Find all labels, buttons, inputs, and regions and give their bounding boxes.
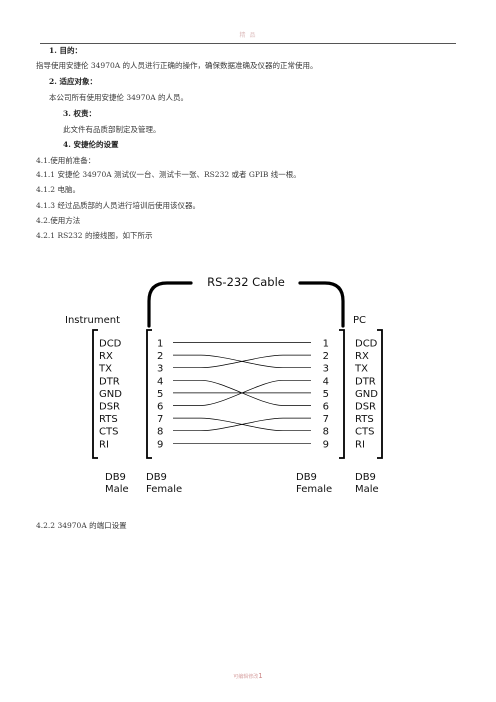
- signal-left-dsr: DSR: [99, 402, 120, 413]
- pin-right-2: 2: [323, 351, 329, 362]
- cable-label: RS-232 Cable: [207, 275, 285, 289]
- signal-left-tx: TX: [98, 364, 112, 375]
- signal-left-dtr: DTR: [99, 376, 120, 387]
- pin-right-3: 3: [323, 364, 329, 375]
- signal-right-dtr: DTR: [355, 376, 376, 387]
- connector-female-right-line2: Female: [296, 484, 332, 495]
- pin-left-4: 4: [157, 376, 163, 387]
- connector-instrument-line2: Male: [105, 484, 129, 495]
- pin-right-8: 8: [323, 427, 329, 438]
- text-purpose: 指导使用安捷伦 34970A 的人员进行正确的操作，确保数据准确及仪器的正常使用…: [36, 61, 318, 70]
- signal-right-dcd: DCD: [355, 339, 378, 350]
- text-4-1: 4.1.使用前准备：: [36, 156, 96, 165]
- heading-responsibility: 3. 权责：: [63, 109, 96, 118]
- wire-8-7: [173, 417, 311, 432]
- wire-3-2: [173, 354, 311, 369]
- connector-pc-line2: Male: [355, 484, 379, 495]
- page-header: 精 品: [40, 26, 456, 44]
- pin-right-6: 6: [323, 402, 329, 413]
- text-4-1-3: 4.1.3 经过品质部的人员进行培训后使用该仪器。: [36, 201, 200, 210]
- wire-6-4: [173, 379, 311, 406]
- page-footer: 可编辑修改1: [0, 672, 496, 680]
- pin-left-7: 7: [157, 414, 163, 425]
- signal-right-rx: RX: [355, 351, 369, 362]
- pin-right-7: 7: [323, 414, 329, 425]
- bracket-instrument-male: [92, 329, 98, 459]
- text-4-2-2: 4.2.2 34970A 的端口设置: [36, 521, 127, 530]
- signal-right-gnd: GND: [355, 389, 378, 400]
- signal-left-dcd: DCD: [99, 339, 122, 350]
- footer-text: 可编辑修改: [233, 674, 259, 680]
- text-4-1-2: 4.1.2 电脑。: [36, 185, 80, 194]
- bracket-female-right: [339, 329, 345, 459]
- signal-left-rts: RTS: [99, 414, 118, 425]
- connector-female-left-line2: Female: [146, 484, 182, 495]
- signal-right-dsr: DSR: [355, 402, 376, 413]
- bracket-female-left: [146, 329, 152, 459]
- heading-setup: 4. 安捷伦的设置: [63, 140, 119, 149]
- connector-instrument-line1: DB9: [105, 472, 126, 483]
- pin-left-6: 6: [157, 402, 163, 413]
- pin-left-5: 5: [157, 389, 163, 400]
- pin-left-8: 8: [157, 427, 163, 438]
- connector-pc-line1: DB9: [355, 472, 376, 483]
- signal-right-rts: RTS: [355, 414, 374, 425]
- pin-left-9: 9: [157, 439, 163, 450]
- signal-left-cts: CTS: [99, 427, 118, 438]
- pin-left-3: 3: [157, 364, 163, 375]
- text-responsibility: 此文件有品质部制定及管理。: [63, 125, 161, 134]
- signal-right-ri: RI: [355, 439, 365, 450]
- signal-left-rx: RX: [99, 351, 113, 362]
- cable-outline: [147, 281, 345, 328]
- pin-left-1: 1: [157, 339, 163, 350]
- pin-left-2: 2: [157, 351, 163, 362]
- pin-right-1: 1: [323, 339, 329, 350]
- signal-left-ri: RI: [99, 439, 109, 450]
- text-4-2-1: 4.2.1 RS232 的接线图，如下所示: [36, 231, 153, 240]
- text-4-2: 4.2.使用方法: [36, 216, 81, 225]
- signal-right-cts: CTS: [355, 427, 374, 438]
- signal-right-tx: TX: [354, 364, 368, 375]
- signal-left-gnd: GND: [99, 389, 122, 400]
- instrument-label: Instrument: [65, 315, 120, 326]
- pin-right-4: 4: [323, 376, 329, 387]
- text-scope: 本公司所有使用安捷伦 34970A 的人员。: [49, 93, 189, 102]
- text-4-1-1: 4.1.1 安捷伦 34970A 测试仪一台、测试卡一张、RS232 或者 GP…: [36, 170, 301, 179]
- connector-female-left-line1: DB9: [146, 472, 167, 483]
- header-watermark: 精 品: [239, 32, 257, 39]
- pc-label: PC: [353, 315, 366, 326]
- heading-purpose: 1. 目的：: [49, 46, 82, 55]
- pin-right-9: 9: [323, 439, 329, 450]
- page-number: 1: [258, 672, 263, 680]
- heading-scope: 2. 适应对象：: [49, 77, 97, 86]
- pin-right-5: 5: [323, 389, 329, 400]
- connector-female-right-line1: DB9: [296, 472, 317, 483]
- bracket-pc-male: [377, 329, 383, 459]
